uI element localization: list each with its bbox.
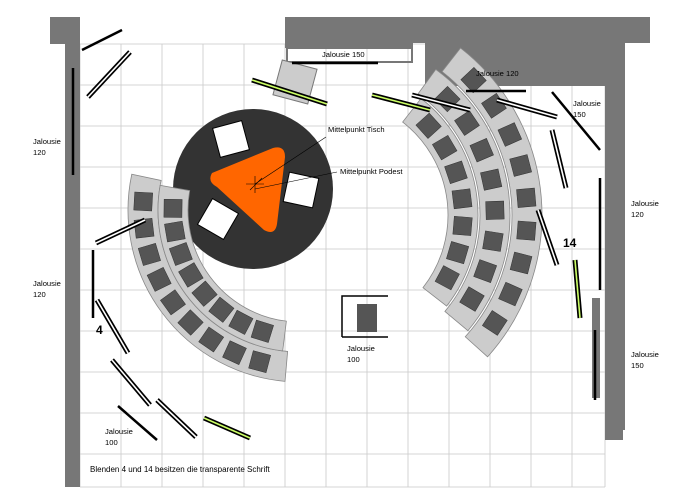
- left-outer-seat-5: [146, 266, 172, 292]
- label-jalousie-120-top: Jalousie 120: [476, 69, 519, 78]
- label-jalousie-100-mid-2: 100: [347, 355, 360, 364]
- right-inner-seat-2: [444, 160, 468, 185]
- right-outer-seat-7: [498, 281, 523, 307]
- label-jalousie-100-bottom-1: Jalousie: [105, 427, 133, 436]
- left-inner-seat-5: [168, 242, 193, 266]
- center-box: [341, 295, 388, 338]
- bar-left-4-core: [96, 299, 129, 354]
- bar-left-low-2-core: [156, 399, 197, 438]
- footer-note: Blenden 4 und 14 besitzen die transparen…: [90, 465, 270, 474]
- wall-right-upper: [605, 40, 625, 430]
- left-outer-seat-8: [133, 191, 153, 212]
- label-jalousie-150-top: Jalousie 150: [322, 50, 365, 59]
- bar-right-2-core: [537, 209, 558, 266]
- bar-right-14-core: [574, 259, 581, 319]
- left-inner-seat-1: [228, 309, 254, 335]
- right-inner-seat-0: [415, 112, 442, 139]
- right-row-outer: [441, 47, 543, 358]
- label-jalousie-120-right-2: 120: [631, 210, 644, 219]
- left-outer-seat-0: [248, 350, 271, 374]
- bar-top-left: [81, 28, 123, 52]
- right-inner-seat-3: [451, 188, 473, 210]
- label-jalousie-120-right-1: Jalousie: [631, 199, 659, 208]
- right-mid-seat-5: [482, 230, 504, 252]
- left-inner-seat-6: [164, 220, 186, 243]
- right-mid-seat-3: [480, 168, 503, 191]
- right-inner-seat-1: [432, 134, 458, 161]
- top-stand: [272, 59, 318, 105]
- label-jalousie-120-leftlow-2: 120: [33, 290, 46, 299]
- label-blende-14: 14: [563, 236, 577, 250]
- right-inner-seat-4: [452, 215, 473, 236]
- right-mid-seat-2: [469, 138, 494, 163]
- wall-left: [65, 17, 80, 487]
- leader-podest: [254, 171, 338, 190]
- leader-tisch: [254, 136, 327, 185]
- seating: [127, 47, 543, 382]
- label-jalousie-150-rightlow-1: Jalousie: [631, 350, 659, 359]
- label-blende-4: 4: [96, 323, 103, 337]
- label-jalousie-120-left-1: Jalousie: [33, 137, 61, 146]
- right-outer-seat-3: [509, 154, 532, 177]
- label-mittelpunkt-podest: Mittelpunkt Podest: [340, 167, 403, 176]
- left-outer-seat-2: [198, 326, 225, 353]
- left-outer-seat-6: [137, 242, 161, 266]
- label-jalousie-100-mid-1: Jalousie: [347, 344, 375, 353]
- right-outer-seat-6: [509, 251, 533, 275]
- label-jalousie-150-right-2: 150: [573, 110, 586, 119]
- bar-top-right-1-core: [371, 94, 431, 111]
- left-outer-seat-1: [222, 340, 247, 365]
- bar-right-1-core: [551, 129, 567, 189]
- bar-top-right-3-core: [496, 99, 558, 118]
- bar-top-right-2-core: [411, 94, 471, 111]
- wall-right-bottom: [605, 430, 623, 440]
- right-mid-seat-7: [459, 286, 485, 312]
- left-inner-seat-2: [208, 296, 235, 323]
- jalousie-bars: [71, 28, 602, 441]
- stage-square-3: [196, 197, 240, 241]
- bar-left-diagonal-core: [87, 51, 131, 98]
- right-outer-seat-5: [516, 220, 537, 241]
- right-outer-seat-0: [460, 67, 487, 94]
- bar-bottom-hl-core: [203, 417, 251, 439]
- left-inner-seat-3: [191, 280, 218, 307]
- left-outer-seat-4: [160, 289, 186, 316]
- label-jalousie-150-rightlow-2: 150: [631, 361, 644, 370]
- bar-left-mid-core: [95, 219, 146, 244]
- right-outer-seat-4: [516, 187, 537, 208]
- left-inner-seat-7: [163, 198, 183, 218]
- bar-right-diagonal-top: [551, 91, 601, 151]
- bar-left-low-1-core: [111, 359, 151, 406]
- label-mittelpunkt-tisch: Mittelpunkt Tisch: [328, 125, 385, 134]
- labels: Jalousie 150 Jalousie 120 Jalousie 120 J…: [33, 50, 659, 474]
- right-mid-seat-6: [473, 259, 498, 283]
- right-outer-seat-8: [481, 310, 508, 336]
- left-outer-seat-3: [177, 309, 204, 336]
- right-outer-seat-2: [497, 122, 523, 147]
- right-mid-seat-1: [454, 110, 480, 136]
- left-inner-seat-4: [178, 262, 204, 288]
- stage-triangle: [210, 147, 285, 232]
- stage-square-2: [282, 171, 320, 209]
- label-jalousie-100-bottom-2: 100: [105, 438, 118, 447]
- right-inner-seat-5: [446, 241, 470, 265]
- bar-top-stand-core: [251, 79, 328, 105]
- label-jalousie-120-leftlow-1: Jalousie: [33, 279, 61, 288]
- right-inner-seat-6: [434, 265, 460, 291]
- wall-top-inner: [285, 38, 413, 48]
- label-jalousie-150-right-1: Jalousie: [573, 99, 601, 108]
- right-mid-seat-4: [485, 200, 505, 220]
- stage-squares: [196, 120, 320, 241]
- label-jalousie-120-left-2: 120: [33, 148, 46, 157]
- stage-square-1: [212, 120, 250, 158]
- left-inner-seat-0: [250, 319, 274, 343]
- bar-left-low-3: [117, 405, 158, 441]
- center-markers: [246, 136, 338, 193]
